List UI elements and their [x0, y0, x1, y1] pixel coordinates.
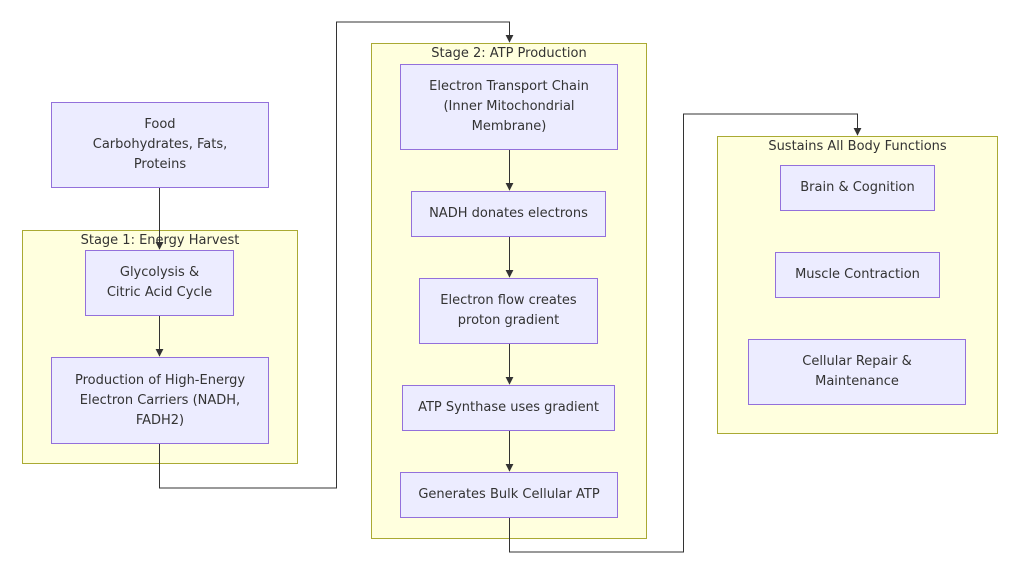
brain-cognition-node: Brain & Cognition [780, 165, 935, 211]
nadh-label: NADH donates electrons [429, 206, 588, 221]
electron-carriers-label: Production of High-Energy Electron Carri… [74, 372, 246, 428]
cellular-repair-node: Cellular Repair & Maintenance [748, 339, 966, 405]
proton-gradient-node: Electron flow creates proton gradient [419, 278, 598, 344]
glycolysis-label: Glycolysis & Citric Acid Cycle [106, 265, 213, 300]
bulk-atp-label: Generates Bulk Cellular ATP [418, 487, 600, 502]
atp-synthase-label: ATP Synthase uses gradient [418, 400, 599, 415]
nadh-node: NADH donates electrons [411, 191, 606, 237]
body-functions-title: Sustains All Body Functions [768, 139, 947, 154]
glycolysis-node: Glycolysis & Citric Acid Cycle [85, 250, 234, 316]
electron-transport-chain-label: Electron Transport Chain (Inner Mitochon… [429, 79, 589, 134]
electron-transport-chain-node: Electron Transport Chain (Inner Mitochon… [400, 64, 618, 150]
food-label: Food Carbohydrates, Fats, Proteins [92, 117, 228, 172]
muscle-contraction-node: Muscle Contraction [775, 252, 940, 298]
food-node: Food Carbohydrates, Fats, Proteins [51, 102, 269, 188]
stage-1-title: Stage 1: Energy Harvest [80, 233, 240, 248]
brain-cognition-label: Brain & Cognition [800, 180, 915, 195]
bulk-atp-node: Generates Bulk Cellular ATP [400, 472, 618, 518]
cellular-repair-label: Cellular Repair & Maintenance [802, 354, 912, 389]
proton-gradient-label: Electron flow creates proton gradient [440, 293, 577, 328]
electron-carriers-node: Production of High-Energy Electron Carri… [51, 357, 269, 444]
atp-synthase-node: ATP Synthase uses gradient [402, 385, 615, 431]
muscle-contraction-label: Muscle Contraction [795, 267, 920, 282]
stage-2-title: Stage 2: ATP Production [431, 46, 587, 61]
